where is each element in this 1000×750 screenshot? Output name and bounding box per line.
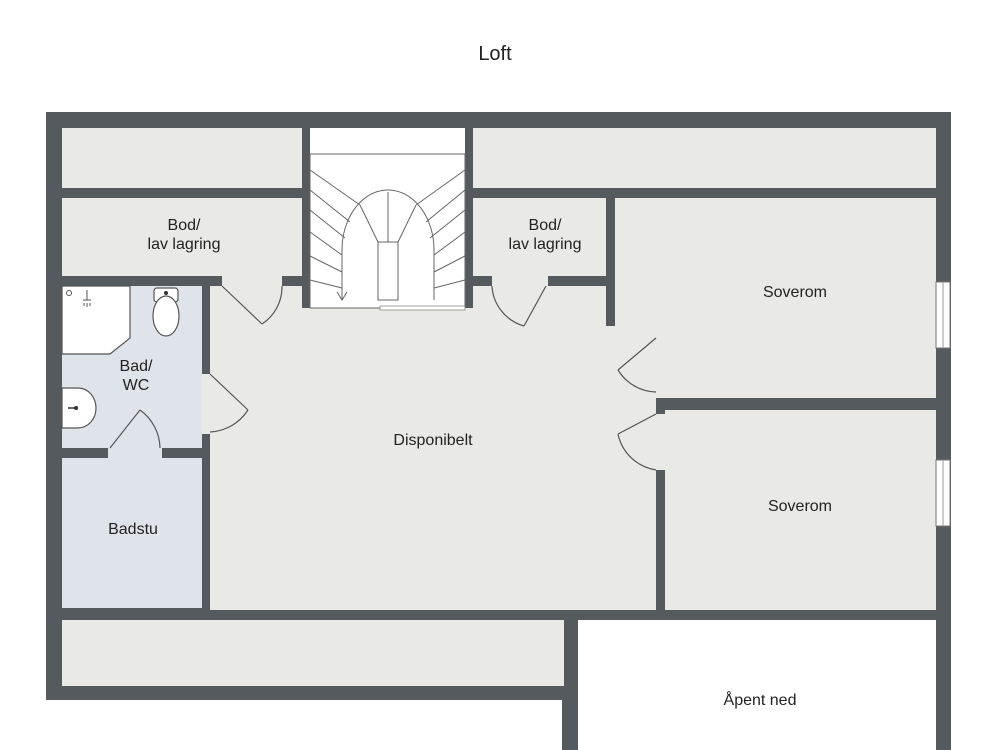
door-bod-left	[221, 285, 283, 325]
windows	[935, 281, 951, 527]
top-right-storage-floor	[473, 128, 936, 188]
bathroom-fixtures	[61, 285, 180, 429]
bottom-storage-floor	[62, 620, 564, 686]
bod-left-floor	[62, 198, 302, 276]
staircase	[309, 153, 466, 311]
door-bad-wc	[209, 373, 249, 433]
door-swings	[109, 285, 657, 471]
door-soverom-1	[617, 337, 657, 393]
apent-ned-label: Åpent ned	[724, 690, 797, 709]
door-openings	[108, 276, 666, 470]
soverom-2-label: Soverom	[768, 498, 832, 515]
bod-right-label-line-2: lav lagring	[509, 236, 582, 253]
soverom-1-floor	[615, 198, 936, 398]
badstu-floor	[62, 458, 202, 608]
plan-title: Loft	[478, 43, 512, 65]
room-labels: Bod/ lav lagring Bod/ lav lagring Sovero…	[108, 217, 832, 709]
door-soverom-2	[617, 413, 657, 471]
disponibelt-floor	[210, 286, 656, 610]
bod-left-label-line-2: lav lagring	[148, 236, 221, 253]
bod-left-label-line-1: Bod/	[168, 217, 201, 234]
door-badstu	[109, 409, 161, 449]
toilet-icon	[152, 295, 180, 337]
bad-wc-label-line-2: WC	[123, 377, 150, 394]
badstu-label: Badstu	[108, 521, 158, 538]
top-left-storage-floor	[62, 128, 302, 188]
bod-right-floor	[473, 198, 606, 276]
bad-wc-label-line-1: Bad/	[120, 358, 153, 375]
bod-right-label-line-1: Bod/	[529, 217, 562, 234]
soverom-1-label: Soverom	[763, 284, 827, 301]
door-bod-right	[491, 285, 547, 327]
sink-icon	[61, 387, 97, 429]
apent-ned-floor	[578, 620, 936, 750]
shower-icon	[61, 285, 131, 355]
soverom-2-floor	[665, 410, 936, 610]
disponibelt-label: Disponibelt	[393, 432, 473, 449]
